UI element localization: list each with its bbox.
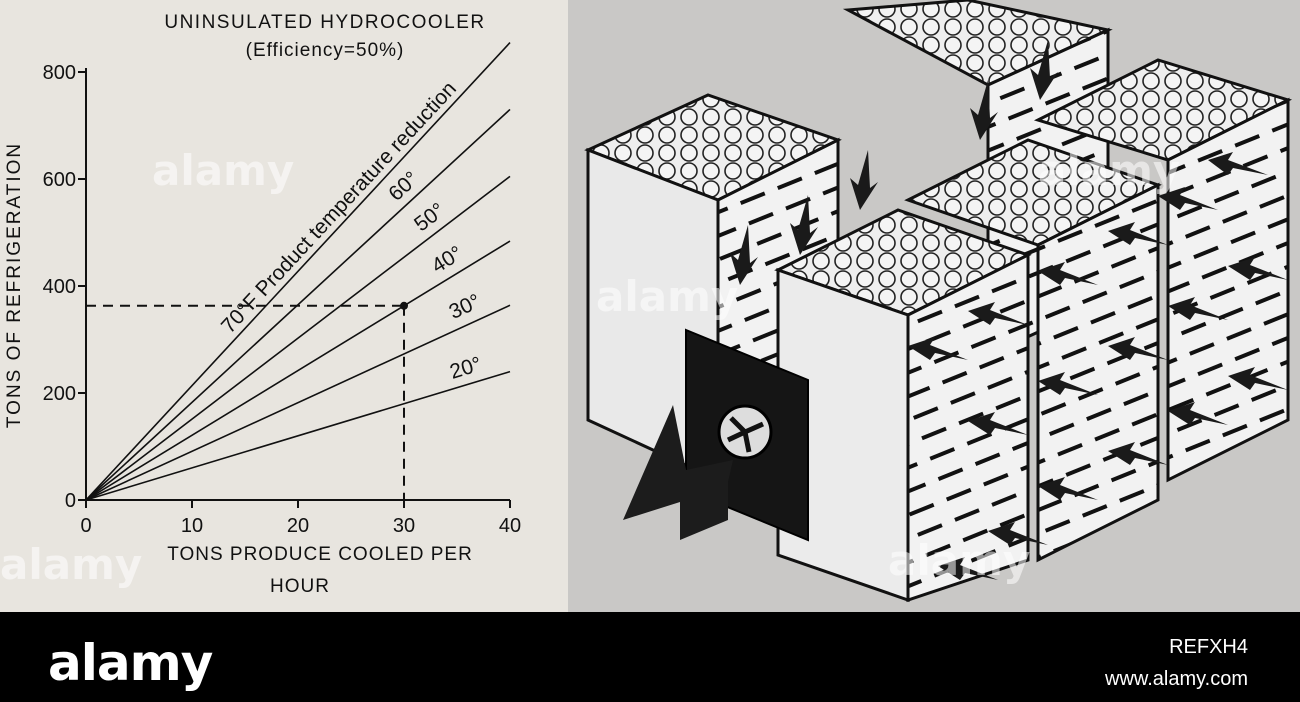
x-tick-label: 40 [499,515,521,537]
x-tick-label: 10 [181,515,203,537]
y-axis-label: TONS OF REFRIGERATION [4,142,25,428]
series-line [85,175,511,501]
stock-url: www.alamy.com [1105,668,1248,690]
y-tick-label: 600 [43,169,76,191]
chart-panel: UNINSULATED HYDROCOOLER (Efficiency=50%)… [0,0,568,612]
chart-subtitle: (Efficiency=50%) [246,40,405,61]
series-line [85,370,511,501]
bin-middle [904,138,1162,563]
chart-title: UNINSULATED HYDROCOOLER [164,12,485,33]
x-tick-label: 0 [80,515,91,537]
refrigeration-chart: UNINSULATED HYDROCOOLER (Efficiency=50%)… [4,12,522,597]
series-line [85,304,511,501]
series-label: 30° [446,290,484,324]
x-axis-label-line2: HOUR [270,576,330,597]
y-tick-label: 0 [65,490,76,512]
y-tick-label: 800 [43,62,76,84]
series-label: 40° [428,242,467,278]
exhaust-arrow [623,405,733,540]
series-label: 50° [410,199,449,237]
series-line [85,42,511,501]
x-tick-label: 30 [393,515,415,537]
x-tick-label: 20 [287,515,309,537]
series-label: 20° [447,353,484,384]
series-lines [85,42,511,501]
pallet-bins-illustration: alamy alamy alamy [568,0,1300,612]
bins-drawing [584,0,1293,603]
x-axis-label-line1: TONS PRODUCE COOLED PER [167,544,473,565]
chart-axes: 0 200 400 600 800 0 10 20 30 40 [43,62,522,537]
y-tick-label: 200 [43,383,76,405]
airflow-arrows [908,152,1288,580]
alamy-logo: alamy [48,634,213,692]
bin-right [1033,58,1293,483]
stock-id: REFXH4 [1169,636,1248,658]
bin-front [774,208,1032,603]
y-tick-label: 400 [43,276,76,298]
stock-footer: alamy REFXH4 www.alamy.com [0,612,1300,702]
down-arrows [730,40,1058,285]
series-line [85,240,511,501]
series-line [85,108,511,501]
